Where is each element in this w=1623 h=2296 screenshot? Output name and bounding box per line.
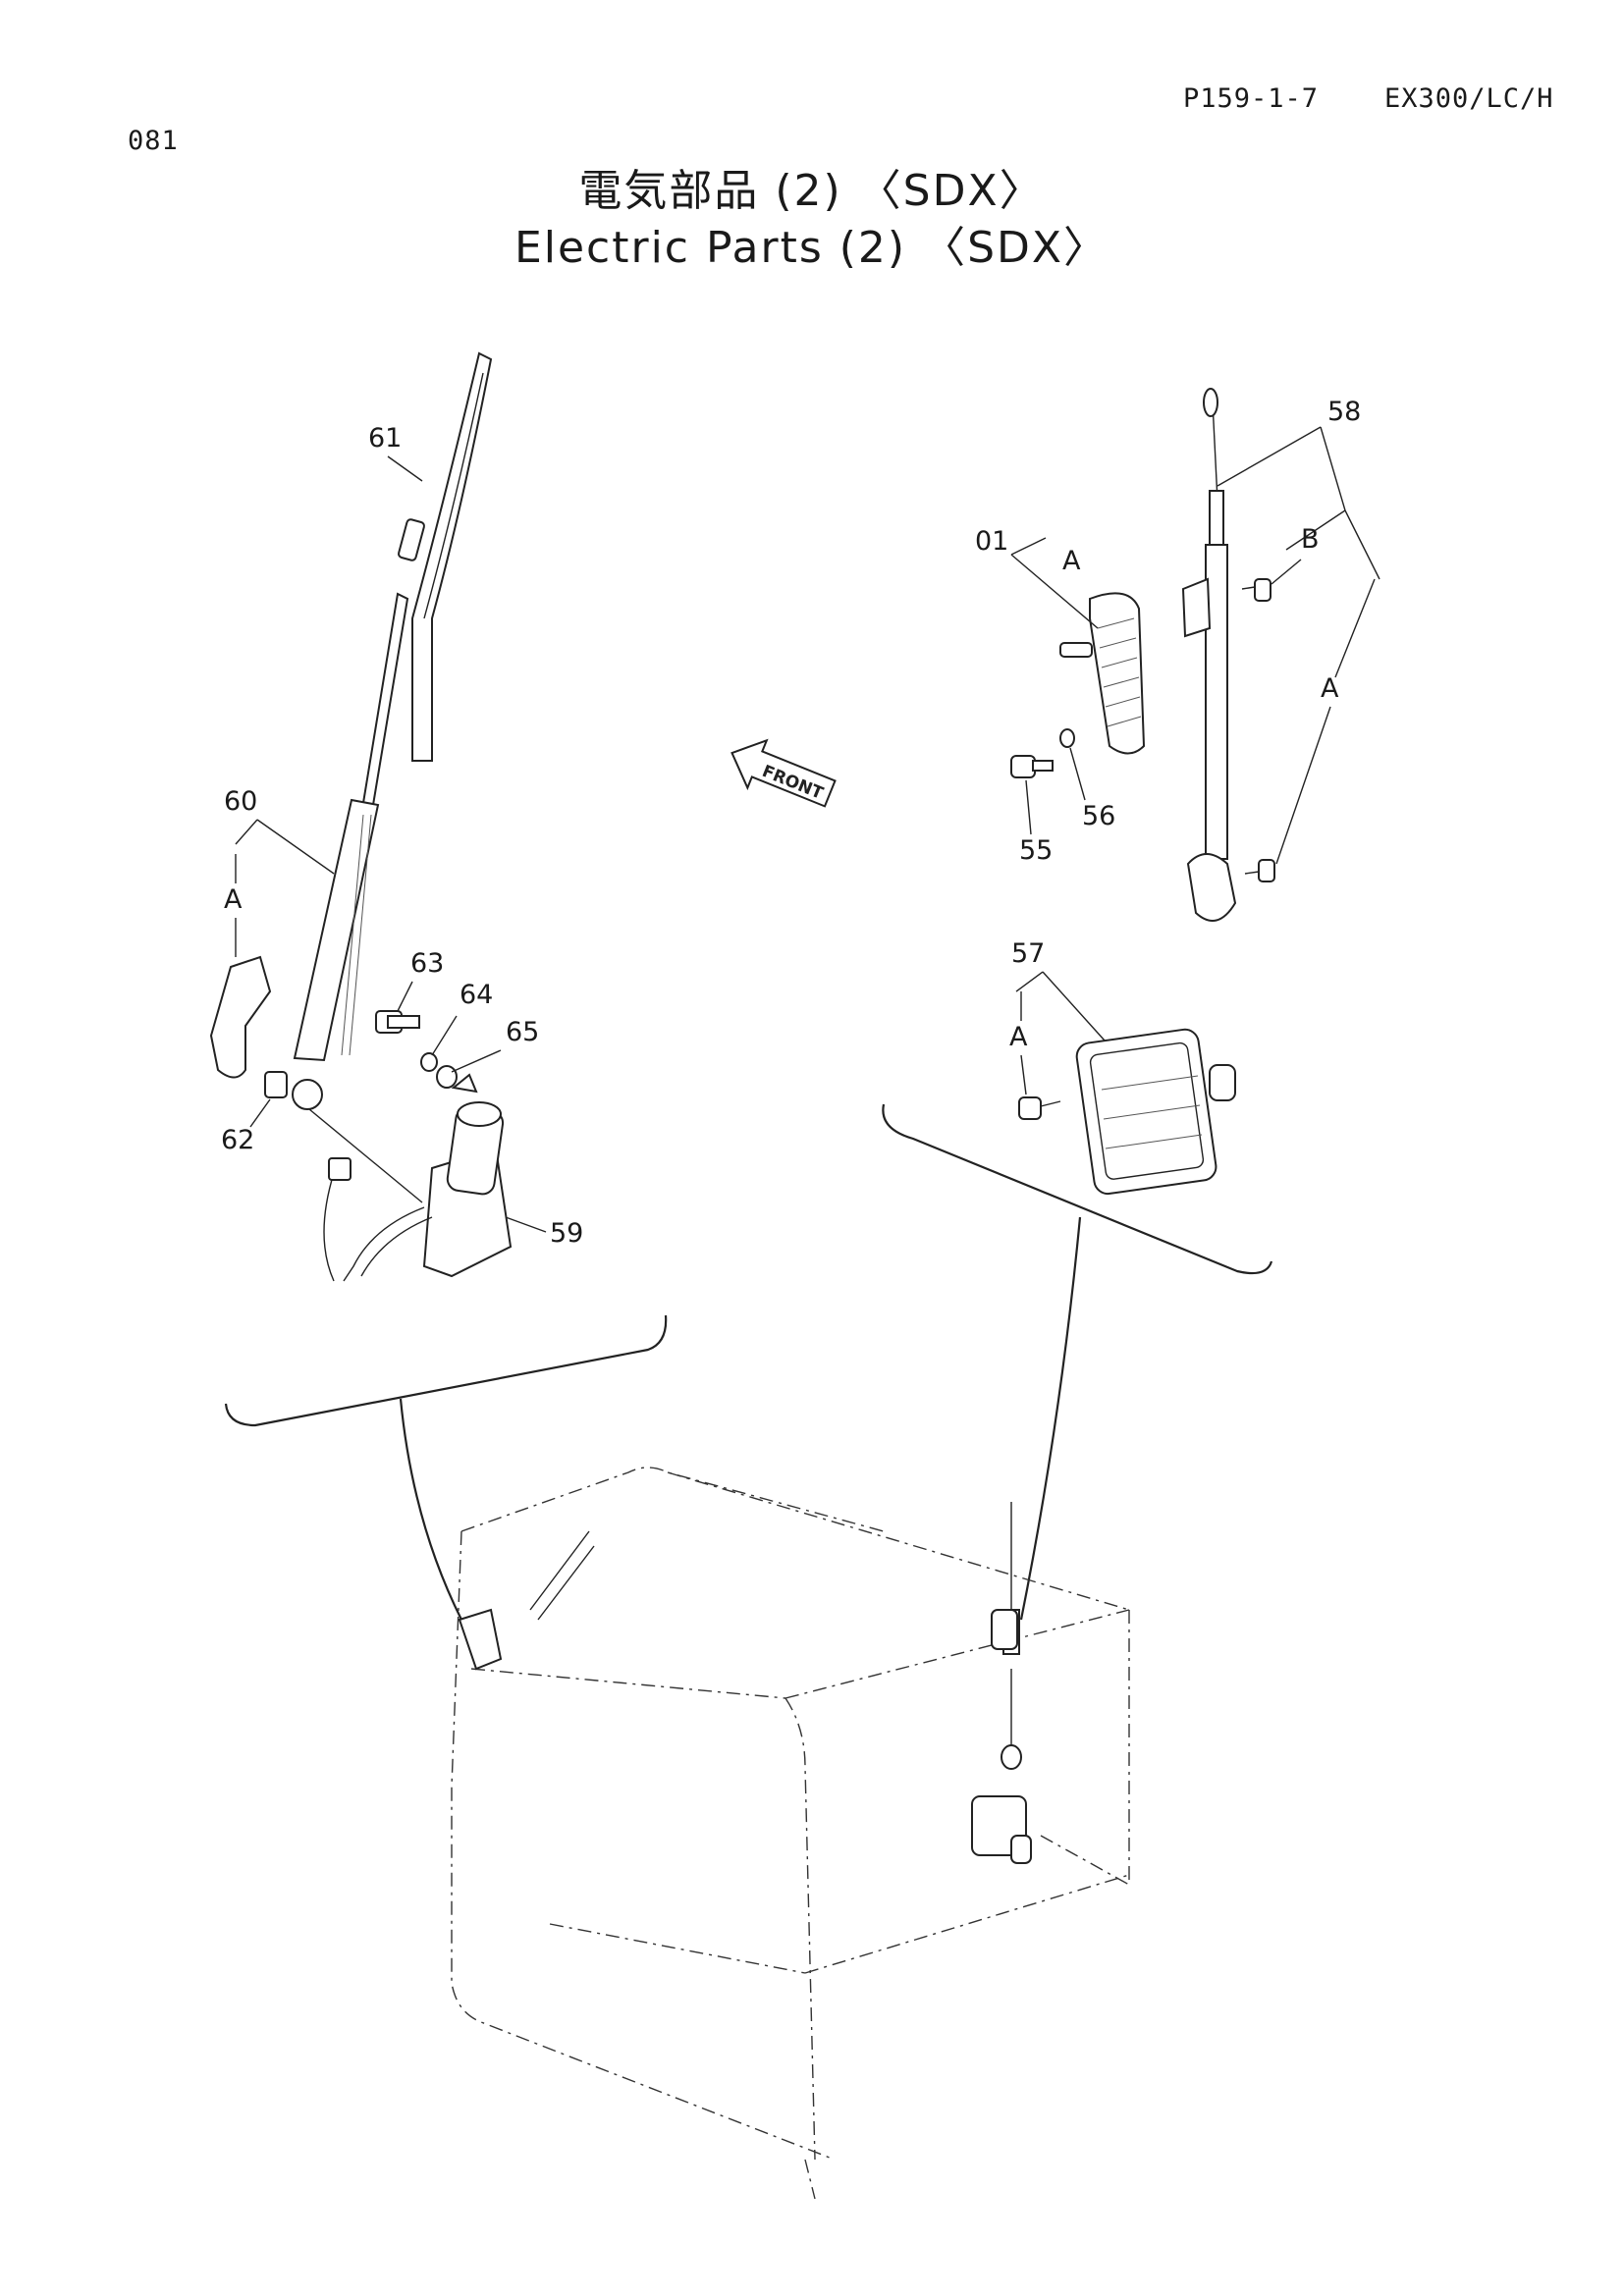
page-title-english: Electric Parts (2) 〈SDX〉: [514, 223, 1109, 273]
callout-62: 62: [221, 1125, 254, 1155]
lamp-57: [1075, 1028, 1236, 1196]
washer-65: [436, 1065, 458, 1089]
wiper-blade: [398, 351, 493, 762]
callout-64: 64: [460, 980, 493, 1010]
page-title-japanese: 電気部品 (2) 〈SDX〉: [578, 166, 1045, 216]
antenna: [1181, 388, 1237, 922]
callout-58-a: A: [1321, 673, 1339, 704]
callout-60: 60: [224, 786, 257, 817]
wiper-arm: [293, 592, 409, 1062]
cab-antenna-assembly: [971, 1502, 1032, 1864]
callout-58: 58: [1327, 397, 1361, 427]
screw-b: [1241, 578, 1271, 602]
leader-arm-to-motor: [308, 1108, 423, 1203]
wiper-motor: [323, 1073, 513, 1282]
front-direction-arrow: FRONT: [730, 738, 837, 808]
cab-outline: [451, 1467, 1130, 2200]
right-detail-frame: [882, 1103, 1273, 1275]
bolt-63: [375, 1010, 420, 1034]
callout-01: 01: [975, 526, 1008, 557]
page-code: P159-1-7: [1183, 83, 1320, 114]
callout-57: 57: [1011, 938, 1045, 969]
washer-56: [1059, 728, 1075, 748]
bolt-55: [1010, 755, 1054, 778]
wiper-arm-bracket: [209, 955, 272, 1079]
callout-63: 63: [410, 948, 444, 979]
arm-pivot: [292, 1079, 323, 1110]
model-code: EX300/LC/H: [1384, 83, 1554, 114]
callout-01-a: A: [1062, 546, 1081, 576]
page-number: 081: [128, 126, 179, 156]
left-leader-to-cab: [399, 1398, 462, 1621]
callout-61: 61: [368, 423, 402, 454]
callout-55: 55: [1019, 835, 1053, 866]
callout-59: 59: [550, 1218, 583, 1249]
right-leader-to-cab: [1019, 1216, 1082, 1621]
callout-56: 56: [1082, 801, 1115, 831]
callout-65: 65: [506, 1017, 539, 1047]
screw-57: [1018, 1096, 1061, 1120]
callout-58-b: B: [1301, 524, 1320, 555]
washer-64: [420, 1052, 438, 1072]
callout-57-a: A: [1009, 1022, 1028, 1052]
cab-wiper-assembly: [458, 1530, 595, 1671]
left-detail-frame: [224, 1314, 668, 1427]
work-lamp: [1059, 592, 1146, 755]
callout-60-a: A: [224, 884, 243, 915]
screw-a: [1244, 859, 1275, 882]
nut-62: [264, 1071, 288, 1098]
